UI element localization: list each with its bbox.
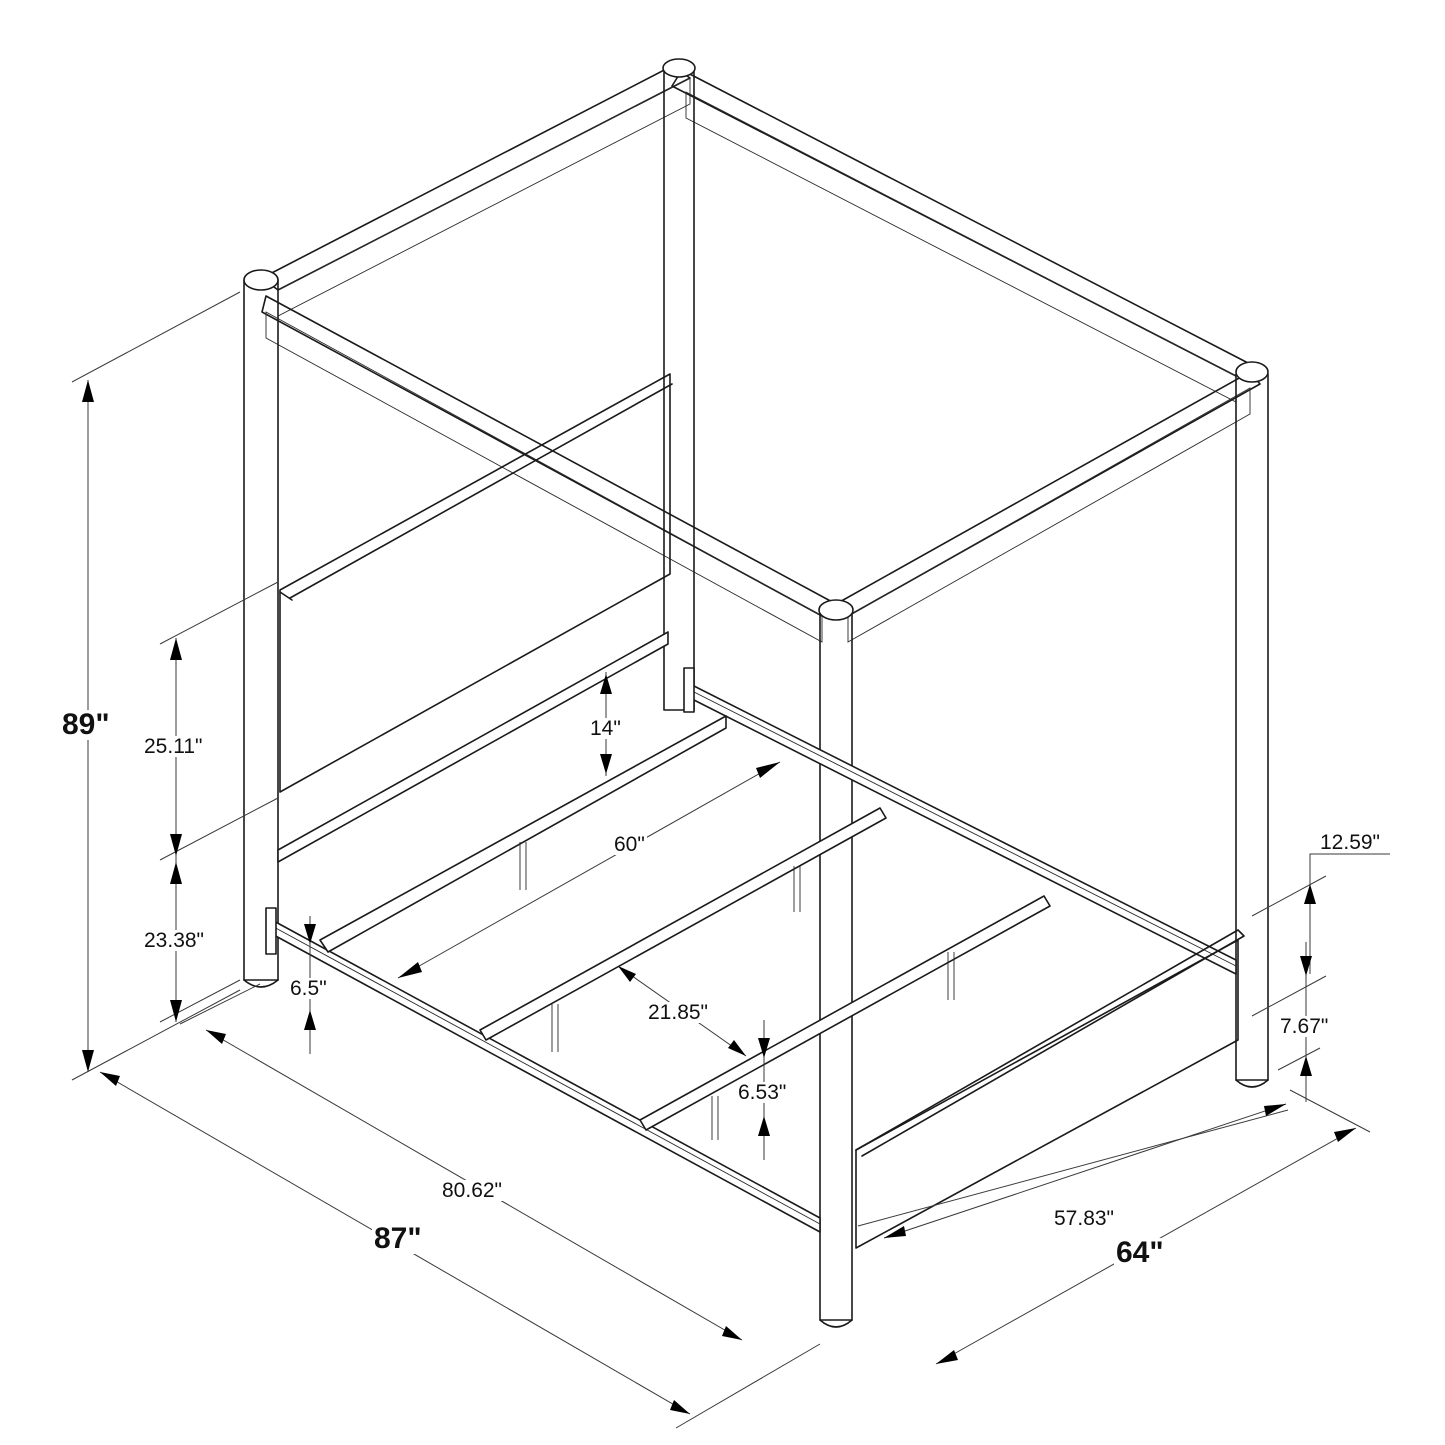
footboard-panel-height-label: 12.59" [1318, 831, 1383, 854]
inner-footboard-width-label: 57.83" [1052, 1207, 1117, 1230]
footboard [855, 929, 1245, 1249]
inner-length-label: 80.62" [440, 1179, 505, 1202]
side-rails [265, 667, 1237, 1233]
side-rail-clearance-label: 14" [588, 717, 623, 740]
posts [243, 58, 1269, 1328]
overall-height-label: 89" [60, 708, 112, 741]
dimension-lines [71, 291, 1390, 1429]
overall-width-label: 64" [1114, 1236, 1166, 1269]
headboard-panel-height-label: 25.11" [142, 735, 205, 758]
rail-height-low-label: 6.5" [288, 977, 329, 1000]
canopy-frame [261, 65, 1261, 643]
footboard-base-height-label: 7.67" [1278, 1015, 1331, 1038]
inner-width-label: 60" [612, 833, 647, 856]
slat-rail-height-label: 6.53" [736, 1081, 789, 1104]
headboard [277, 373, 673, 863]
slat-spacing-label: 21.85" [646, 1001, 711, 1024]
overall-length-label: 87" [372, 1222, 424, 1255]
headboard-base-height-label: 23.38" [142, 929, 207, 952]
